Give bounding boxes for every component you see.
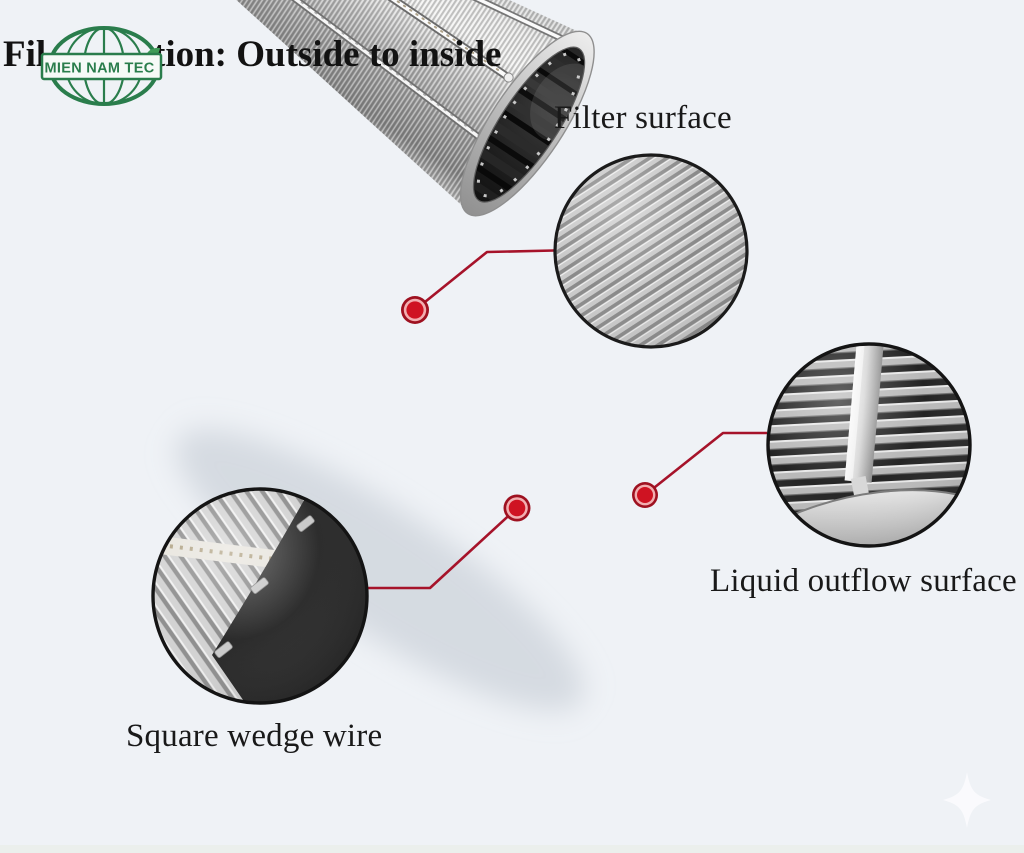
title-text-right: tion: Outside to inside [153, 34, 502, 75]
bottom-strip [0, 845, 1024, 853]
callout-dots [401, 296, 658, 522]
callout-circle-square-wedge [151, 487, 369, 705]
page-title: Fil tion: Outside to inside [0, 33, 1024, 93]
callout-dot-filter-surface [401, 296, 429, 324]
title-text-left: Fil [3, 34, 47, 75]
label-liquid-outflow-surface: Liquid outflow surface [710, 563, 1017, 599]
tube-seam-rods [207, 0, 580, 161]
logo-text: MIEN NAM TEC [45, 61, 155, 77]
tube-open-end [455, 30, 604, 217]
callout-line-square-wedge [367, 507, 518, 590]
callout-line-liquid-outflow [644, 431, 767, 497]
callout-dot-square-wedge [503, 494, 531, 522]
sparkle-icon [943, 772, 991, 828]
callout-lines [367, 249, 767, 590]
callout-circle-liquid-outflow [766, 342, 972, 548]
callout-line-filter-surface [414, 249, 555, 312]
seam-rod-tip [503, 72, 514, 83]
mien-nam-tec-logo: MIEN NAM TEC [40, 26, 163, 106]
callout-dot-liquid-outflow [632, 482, 658, 508]
callout-circle-filter-surface [553, 153, 749, 349]
filter-tube [183, 0, 604, 217]
label-filter-surface: Filter surface [554, 100, 732, 136]
label-square-wedge-wire: Square wedge wire [126, 718, 383, 754]
logo-banner [40, 52, 163, 81]
